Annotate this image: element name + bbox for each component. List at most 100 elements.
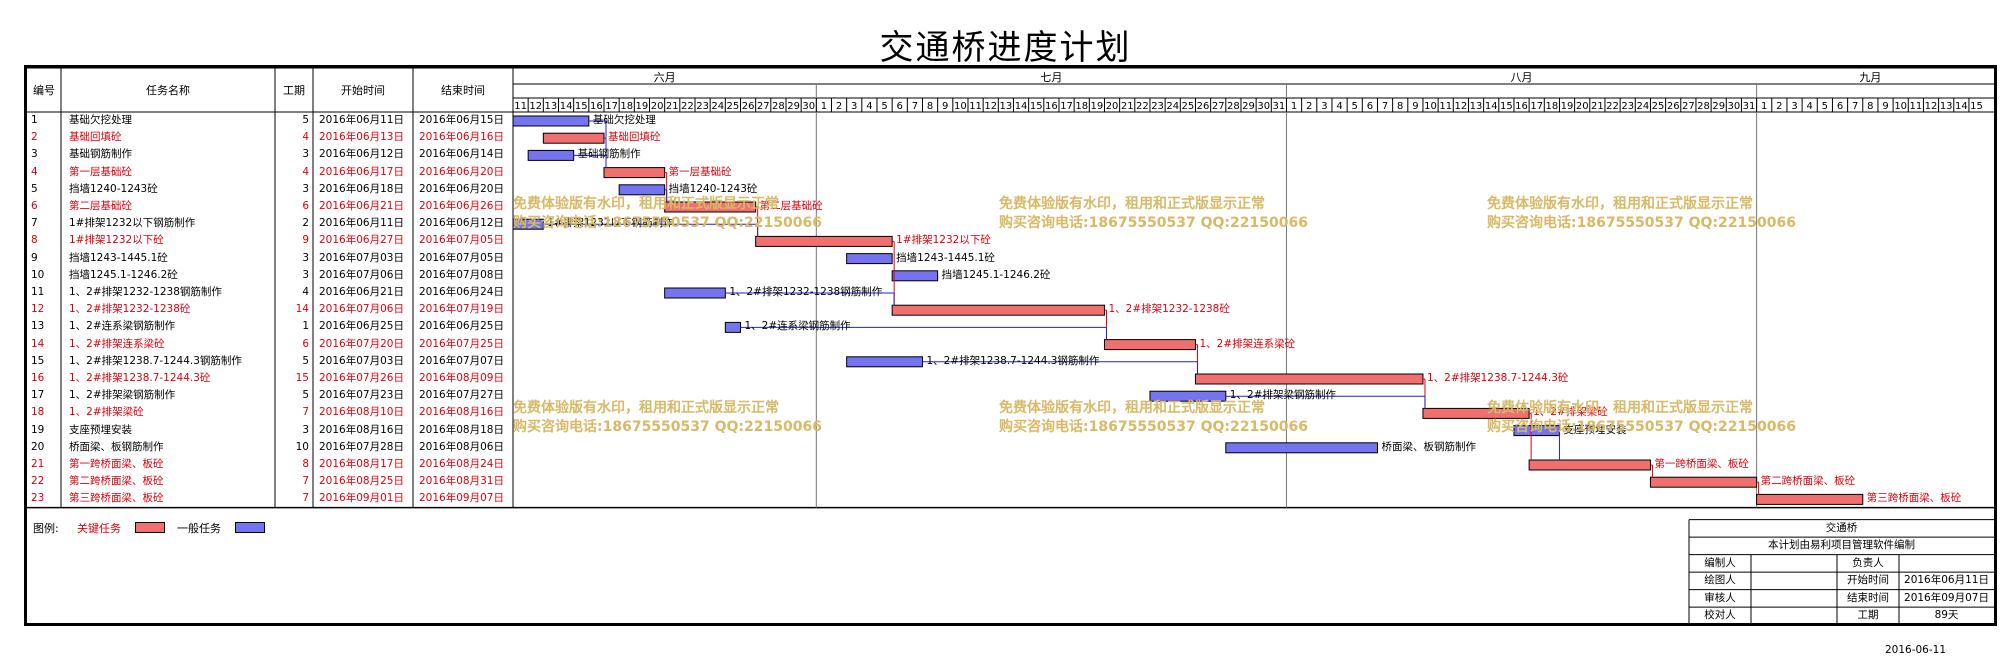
task-name: 1、2#排架梁砼 (69, 406, 144, 419)
day-number: 7 (1852, 101, 1858, 112)
task-start: 2016年07月28日 (319, 440, 404, 453)
task-end: 2016年06月26日 (419, 200, 504, 212)
watermark-line1: 免费体验版有水印，租用和正式版显示正常 (513, 196, 779, 212)
task-duration: 3 (302, 148, 309, 161)
task-bar-label: 第二层基础砼 (759, 200, 823, 212)
day-number: 25 (1182, 101, 1195, 112)
task-duration: 3 (302, 268, 309, 281)
task-start: 2016年07月03日 (319, 354, 404, 367)
task-end: 2016年08月31日 (419, 475, 504, 488)
day-number: 19 (1091, 101, 1104, 112)
day-number: 21 (666, 101, 679, 112)
day-number: 2 (1306, 101, 1312, 112)
critical-task-bar (755, 235, 893, 247)
day-number: 27 (1682, 101, 1695, 112)
day-number: 29 (1712, 101, 1725, 112)
task-bar-label: 1、2#排架梁砼 (1533, 406, 1608, 419)
day-number: 17 (1060, 101, 1073, 112)
task-id: 13 (31, 320, 45, 333)
day-number: 5 (1352, 101, 1358, 112)
watermark-line2: 购买咨询电话:18675550537 QQ:22150066 (999, 419, 1308, 435)
task-end: 2016年06月16日 (419, 131, 504, 144)
task-name: 1、2#排架梁钢筋制作 (69, 389, 176, 402)
day-number: 5 (881, 101, 887, 112)
chart-title: 交通桥进度计划 (879, 28, 1132, 68)
day-number: 12 (529, 101, 542, 112)
task-bar-label: 1#排架1232以下钢筋制作 (547, 217, 674, 230)
column-header-4: 结束时间 (441, 84, 485, 97)
watermark-line1: 免费体验版有水印，租用和正式版显示正常 (1487, 196, 1753, 212)
titleblock-value-start: 2016年06月11日 (1904, 574, 1989, 587)
task-end: 2016年07月27日 (419, 389, 504, 402)
task-duration: 8 (302, 458, 309, 470)
titleblock-label-start: 开始时间 (1847, 574, 1889, 587)
day-number: 23 (1621, 101, 1634, 112)
task-duration: 15 (295, 372, 309, 384)
day-number: 26 (1197, 101, 1210, 112)
normal-task-bar (512, 115, 590, 127)
day-number: 30 (1727, 101, 1740, 112)
task-start: 2016年06月13日 (319, 131, 404, 144)
task-name: 1、2#排架1238.7-1244.3砼 (69, 372, 211, 384)
watermark-line2: 购买咨询电话:18675550537 QQ:22150066 (1487, 419, 1796, 435)
task-start: 2016年06月18日 (319, 182, 404, 195)
day-number: 2 (1776, 101, 1782, 112)
task-id: 10 (31, 268, 45, 281)
normal-task-bar (1225, 442, 1378, 454)
month-header-3: 九月 (1859, 71, 1882, 84)
day-number: 25 (1652, 101, 1665, 112)
day-number: 30 (1257, 101, 1270, 112)
task-start: 2016年06月25日 (319, 320, 404, 333)
task-end: 2016年08月18日 (419, 423, 504, 436)
task-id: 18 (31, 406, 45, 419)
watermark-line1: 免费体验版有水印，租用和正式版显示正常 (513, 400, 779, 416)
day-number: 21 (1591, 101, 1604, 112)
task-bar-label: 第三跨桥面梁、板砼 (1866, 492, 1962, 505)
task-name: 基础欠挖处理 (69, 114, 132, 126)
task-start: 2016年08月25日 (319, 475, 404, 488)
titleblock-project: 交通桥 (1825, 521, 1858, 534)
day-number: 29 (1242, 101, 1255, 112)
task-bar-label: 第一跨桥面梁、板砼 (1654, 458, 1749, 470)
titleblock-label-reviewer: 审核人 (1704, 591, 1736, 604)
task-name: 挡墙1245.1-1246.2砼 (69, 268, 178, 281)
task-start: 2016年07月03日 (319, 251, 404, 264)
critical-task-bar (542, 132, 605, 144)
day-number: 16 (590, 101, 603, 112)
task-end: 2016年06月20日 (419, 165, 504, 178)
day-number: 30 (802, 101, 815, 112)
task-bar-label: 1、2#连系梁钢筋制作 (744, 320, 851, 333)
task-id: 22 (31, 475, 45, 488)
task-name: 1、2#排架连系梁砼 (69, 337, 165, 350)
task-duration: 5 (302, 354, 309, 367)
day-number: 13 (1940, 101, 1953, 112)
task-duration: 6 (302, 200, 309, 212)
day-number: 27 (1212, 101, 1225, 112)
legend-normal-swatch (235, 521, 265, 533)
task-start: 2016年09月01日 (319, 492, 404, 505)
column-header-2: 工期 (283, 84, 305, 97)
task-id: 20 (31, 440, 45, 453)
task-start: 2016年07月06日 (319, 268, 404, 281)
task-name: 支座预埋安装 (69, 423, 132, 436)
day-number: 13 (545, 101, 558, 112)
day-number: 10 (954, 101, 967, 112)
day-number: 13 (1000, 101, 1013, 112)
watermark-line2: 购买咨询电话:18675550537 QQ:22150066 (513, 419, 822, 435)
day-number: 31 (1273, 101, 1286, 112)
task-bar-label: 1、2#排架梁钢筋制作 (1229, 389, 1336, 402)
task-bar-label: 挡墙1245.1-1246.2砼 (941, 268, 1051, 281)
day-number: 15 (1500, 101, 1513, 112)
day-number: 28 (1227, 101, 1240, 112)
day-number: 22 (681, 101, 694, 112)
task-id: 19 (31, 423, 45, 436)
task-name: 1、2#排架1238.7-1244.3钢筋制作 (69, 354, 242, 367)
task-start: 2016年06月21日 (319, 286, 404, 298)
day-number: 15 (1030, 101, 1043, 112)
day-number: 26 (742, 101, 755, 112)
normal-task-bar (527, 149, 575, 161)
day-number: 21 (1121, 101, 1134, 112)
watermark-line1: 免费体验版有水印，租用和正式版显示正常 (1487, 400, 1753, 416)
watermark-line2: 购买咨询电话:18675550537 QQ:22150066 (999, 215, 1308, 231)
task-end: 2016年08月24日 (419, 458, 504, 470)
